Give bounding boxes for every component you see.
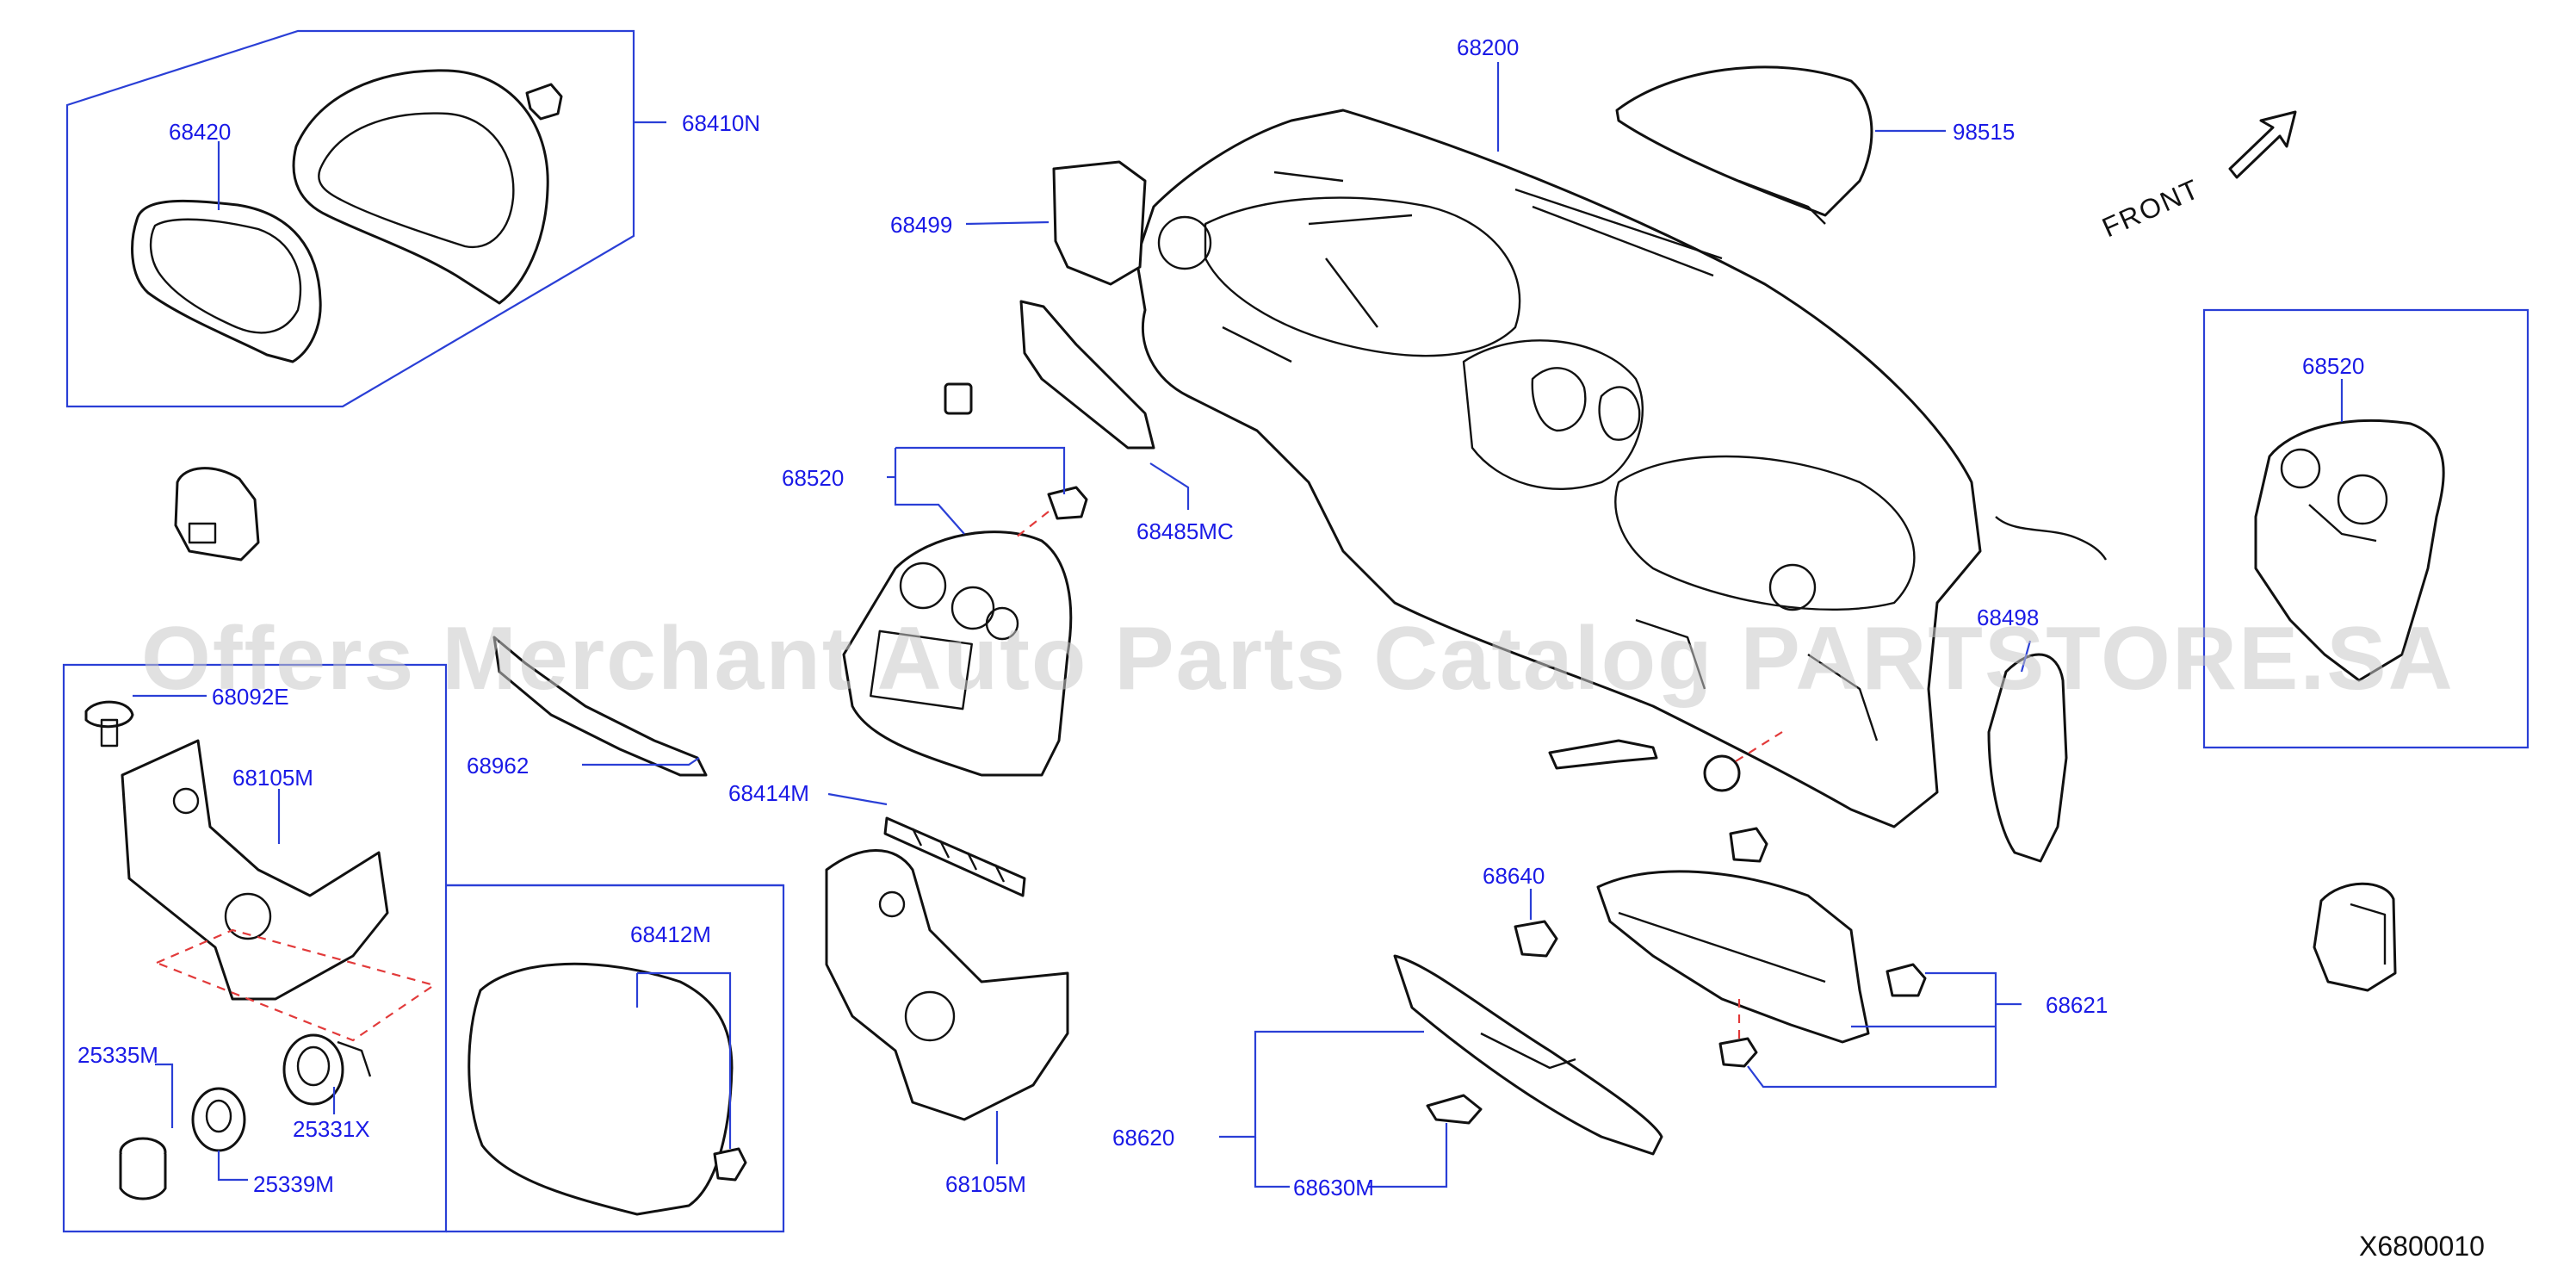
callout-68105M-left: 68105M xyxy=(232,765,313,791)
small-clip xyxy=(944,382,973,415)
meter-cover xyxy=(292,69,549,305)
callout-68105M-bottom: 68105M xyxy=(945,1171,1026,1197)
lighter-ring-25339M xyxy=(191,1087,246,1152)
callout-68200: 68200 xyxy=(1457,34,1519,60)
phantom-line-68520 xyxy=(1015,511,1050,538)
clip-68621-low xyxy=(1718,1037,1758,1068)
front-arrow-icon xyxy=(2228,110,2297,179)
callout-68621: 68621 xyxy=(2046,992,2108,1018)
cluster-finisher-68520-right xyxy=(2254,419,2445,682)
callout-68092E: 68092E xyxy=(212,684,289,710)
callout-68962: 68962 xyxy=(467,753,529,779)
meter-hood-ring xyxy=(131,199,322,363)
lid-68412M xyxy=(468,962,747,1216)
lower-cover-68105M xyxy=(825,849,1069,1121)
center-cluster-68520 xyxy=(842,530,1073,777)
callout-68520-right: 68520 xyxy=(2302,353,2364,379)
switch-module xyxy=(2313,882,2397,992)
side-cover-68498 xyxy=(1987,653,2068,863)
callout-68412M: 68412M xyxy=(630,921,711,947)
grommet xyxy=(1703,754,1741,792)
phantom-box-left xyxy=(154,928,437,1042)
box-meter-hood xyxy=(65,29,635,408)
hinge-bracket xyxy=(1548,739,1658,770)
callout-68640: 68640 xyxy=(1483,863,1545,889)
box-lower-mid xyxy=(446,884,785,1233)
clip-68640 xyxy=(1514,920,1558,958)
glovebox-bracket xyxy=(1729,827,1768,863)
latch-68630M xyxy=(1426,1094,1483,1125)
callout-68499: 68499 xyxy=(890,212,952,238)
callout-68498: 68498 xyxy=(1977,605,2039,630)
watermark: Offers Merchant Auto Parts Catalog PARTS… xyxy=(141,609,2455,709)
lower-cover-68105M-left xyxy=(121,739,389,1001)
lighter-plug-25335M xyxy=(119,1137,167,1200)
clip-68520-mid xyxy=(1047,486,1088,520)
box-right-finisher xyxy=(2202,308,2530,749)
airbag-98515 xyxy=(1615,65,1873,225)
callout-68630M: 68630M xyxy=(1293,1175,1374,1200)
instrument-panel xyxy=(1135,109,1982,828)
side-vent-68499 xyxy=(1052,160,1147,286)
glove-lid-68620 xyxy=(1393,954,1663,1156)
leader-lines xyxy=(133,62,2344,1188)
sensor-wire xyxy=(1995,516,2108,561)
callout-68414M: 68414M xyxy=(728,780,809,806)
callout-68410N: 68410N xyxy=(682,110,760,136)
callout-25339M: 25339M xyxy=(253,1171,334,1197)
callout-25335M: 25335M xyxy=(77,1042,158,1068)
callout-25331X: 25331X xyxy=(293,1116,370,1142)
clip-68410N xyxy=(525,83,563,121)
callout-68485MC: 68485MC xyxy=(1136,518,1234,544)
grille-68414M xyxy=(883,816,1026,897)
bracket-68962 xyxy=(492,636,708,777)
clip-68621-top xyxy=(1886,963,1927,997)
callout-68620: 68620 xyxy=(1112,1125,1174,1151)
callout-68520-mid: 68520 xyxy=(782,465,844,491)
glove-box-68621 xyxy=(1596,870,1870,1044)
diagram-ref: X6800010 xyxy=(2359,1231,2485,1262)
callout-68420: 68420 xyxy=(169,119,231,145)
switch-block xyxy=(174,467,260,561)
lighter-socket-25331X xyxy=(282,1033,372,1106)
lower-bracket-68485MC xyxy=(1019,300,1155,450)
screw-68092E xyxy=(84,700,134,748)
front-label: FRONT xyxy=(2097,173,2204,244)
callout-98515: 98515 xyxy=(1953,119,2015,145)
